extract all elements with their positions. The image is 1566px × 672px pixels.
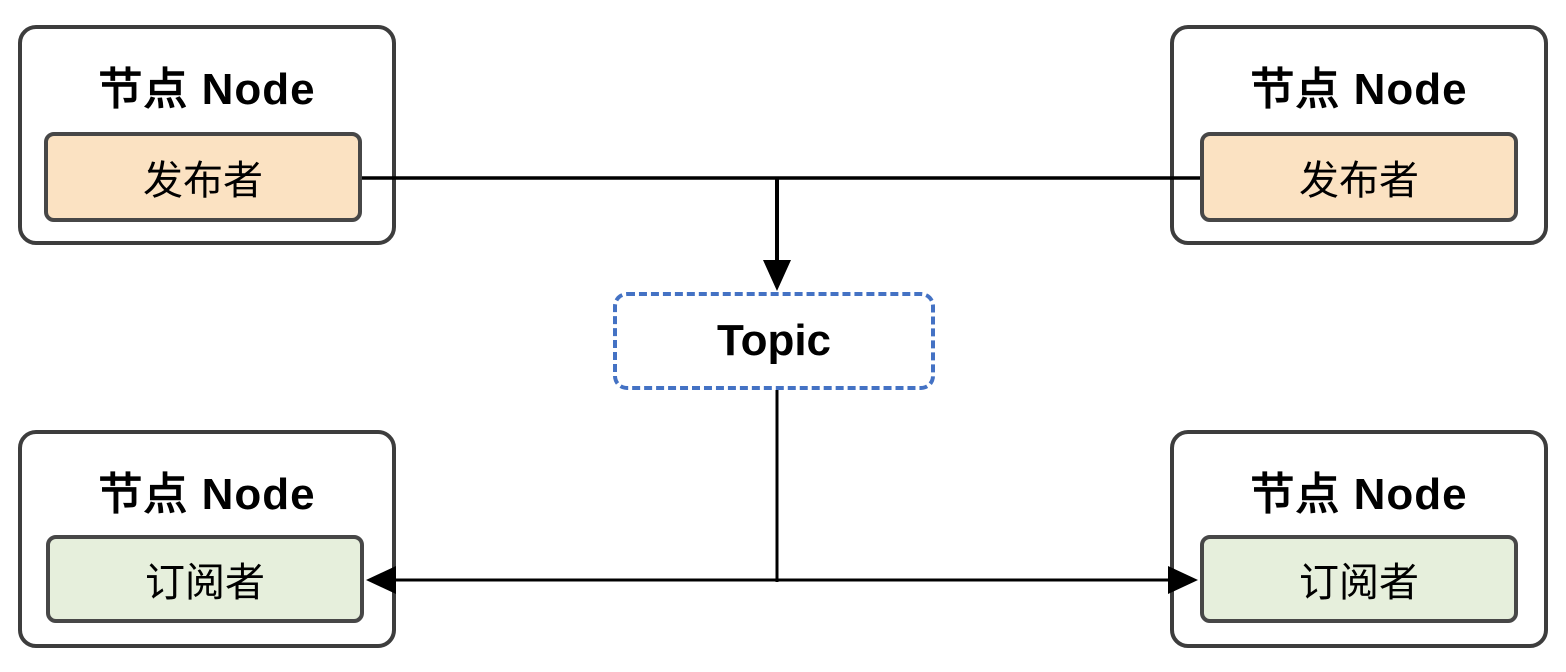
node-title: 节点 Node	[98, 65, 316, 114]
publisher-box-left: 发布者	[44, 132, 362, 222]
arrowhead-down-icon	[763, 260, 791, 291]
node-title: 节点 Node	[1250, 470, 1468, 519]
topic-box: Topic	[613, 292, 935, 390]
subscriber-box-right: 订阅者	[1200, 535, 1518, 623]
node-title: 节点 Node	[1250, 65, 1468, 114]
publisher-box-right: 发布者	[1200, 132, 1518, 222]
node-title: 节点 Node	[98, 470, 316, 519]
subscriber-box-left: 订阅者	[46, 535, 364, 623]
